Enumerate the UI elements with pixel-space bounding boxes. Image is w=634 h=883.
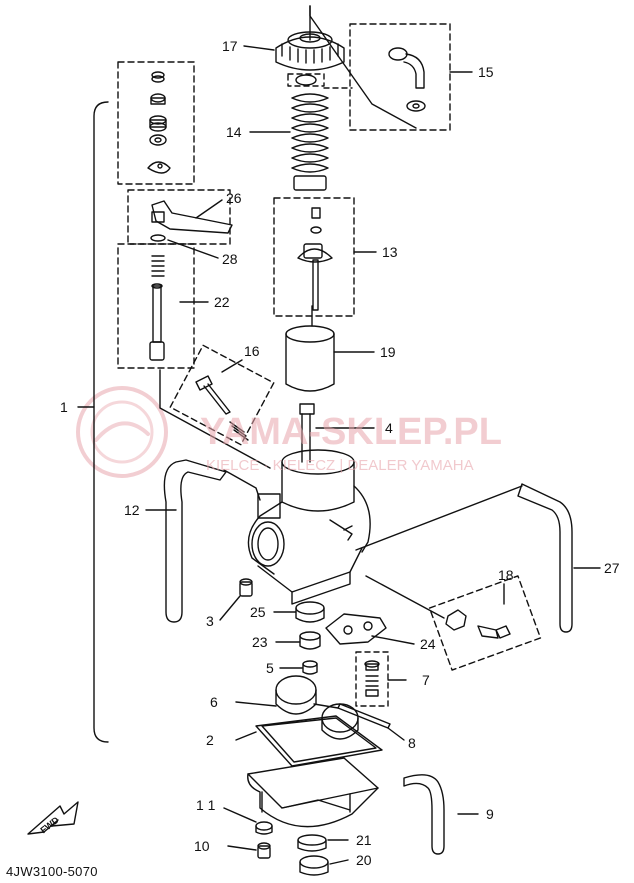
callout-11: 1 1 <box>196 797 216 813</box>
breather-fitting <box>388 47 426 112</box>
callout-23: 23 <box>252 634 268 650</box>
forward-arrow-icon <box>27 801 79 835</box>
callout-20: 20 <box>356 852 372 868</box>
callout-19: 19 <box>380 344 396 360</box>
float-pin <box>337 703 391 729</box>
air-screw <box>195 375 249 441</box>
callout-27: 27 <box>604 560 620 576</box>
vent-tube-right <box>517 483 573 633</box>
callout-17: 17 <box>222 38 238 54</box>
starter-plunger <box>149 255 165 361</box>
callout-4: 4 <box>385 420 393 436</box>
callout-25: 25 <box>250 604 266 620</box>
callout-5: 5 <box>266 660 274 676</box>
callout-15: 15 <box>478 64 494 80</box>
float <box>275 675 359 740</box>
throttle-spring <box>291 93 329 191</box>
carburetor-body <box>247 403 371 605</box>
main-jet-box <box>355 651 389 707</box>
callout-2: 2 <box>206 732 214 748</box>
throttle-stop-plate <box>325 613 387 645</box>
small-parts-stack <box>239 578 325 675</box>
diagram-code: 4JW3100-5070 <box>6 864 98 879</box>
washer-small <box>255 821 273 831</box>
assembly-bracket <box>93 101 109 743</box>
callout-12: 12 <box>124 502 140 518</box>
callout-7: 7 <box>422 672 430 688</box>
choke-lever-box <box>127 189 231 245</box>
float-chamber-gasket <box>255 715 383 767</box>
callout-22: 22 <box>214 294 230 310</box>
starter-plunger-box <box>117 243 195 369</box>
throttle-valve <box>285 305 335 392</box>
watermark-tagline: KIELCE · KIELECZ | DEALER YAMAHA <box>206 457 474 474</box>
callout-18: 18 <box>498 567 514 583</box>
vent-tube-left <box>163 459 227 623</box>
jet-needle-box <box>273 197 355 317</box>
callout-16: 16 <box>244 343 260 359</box>
callout-9: 9 <box>486 806 494 822</box>
callout-14: 14 <box>226 124 242 140</box>
watermark-site: YAMA-SKLEP.PL <box>200 411 502 453</box>
main-jet <box>364 660 380 697</box>
callout-6: 6 <box>210 694 218 710</box>
float-chamber <box>247 757 379 828</box>
callout-24: 24 <box>420 636 436 652</box>
breather-fitting-box <box>349 23 451 131</box>
drain-plug <box>297 834 329 876</box>
choke-lever <box>150 200 233 242</box>
callout-26: 26 <box>226 190 242 206</box>
needle-clip-parts <box>147 71 171 174</box>
mixing-chamber-cap <box>275 5 345 71</box>
callout-8: 8 <box>408 735 416 751</box>
callout-28: 28 <box>222 251 238 267</box>
callout-3: 3 <box>206 613 214 629</box>
needle-parts-box <box>117 61 195 185</box>
drain-tube <box>403 774 445 855</box>
throttle-stop-screw <box>445 609 511 639</box>
callout-21: 21 <box>356 832 372 848</box>
jet-needle <box>297 207 333 311</box>
callout-13: 13 <box>382 244 398 260</box>
callout-10: 10 <box>194 838 210 854</box>
callout-1: 1 <box>60 399 68 415</box>
air-screw-box <box>169 344 275 446</box>
direction-label: FWD <box>38 815 61 836</box>
watermark <box>76 386 168 478</box>
